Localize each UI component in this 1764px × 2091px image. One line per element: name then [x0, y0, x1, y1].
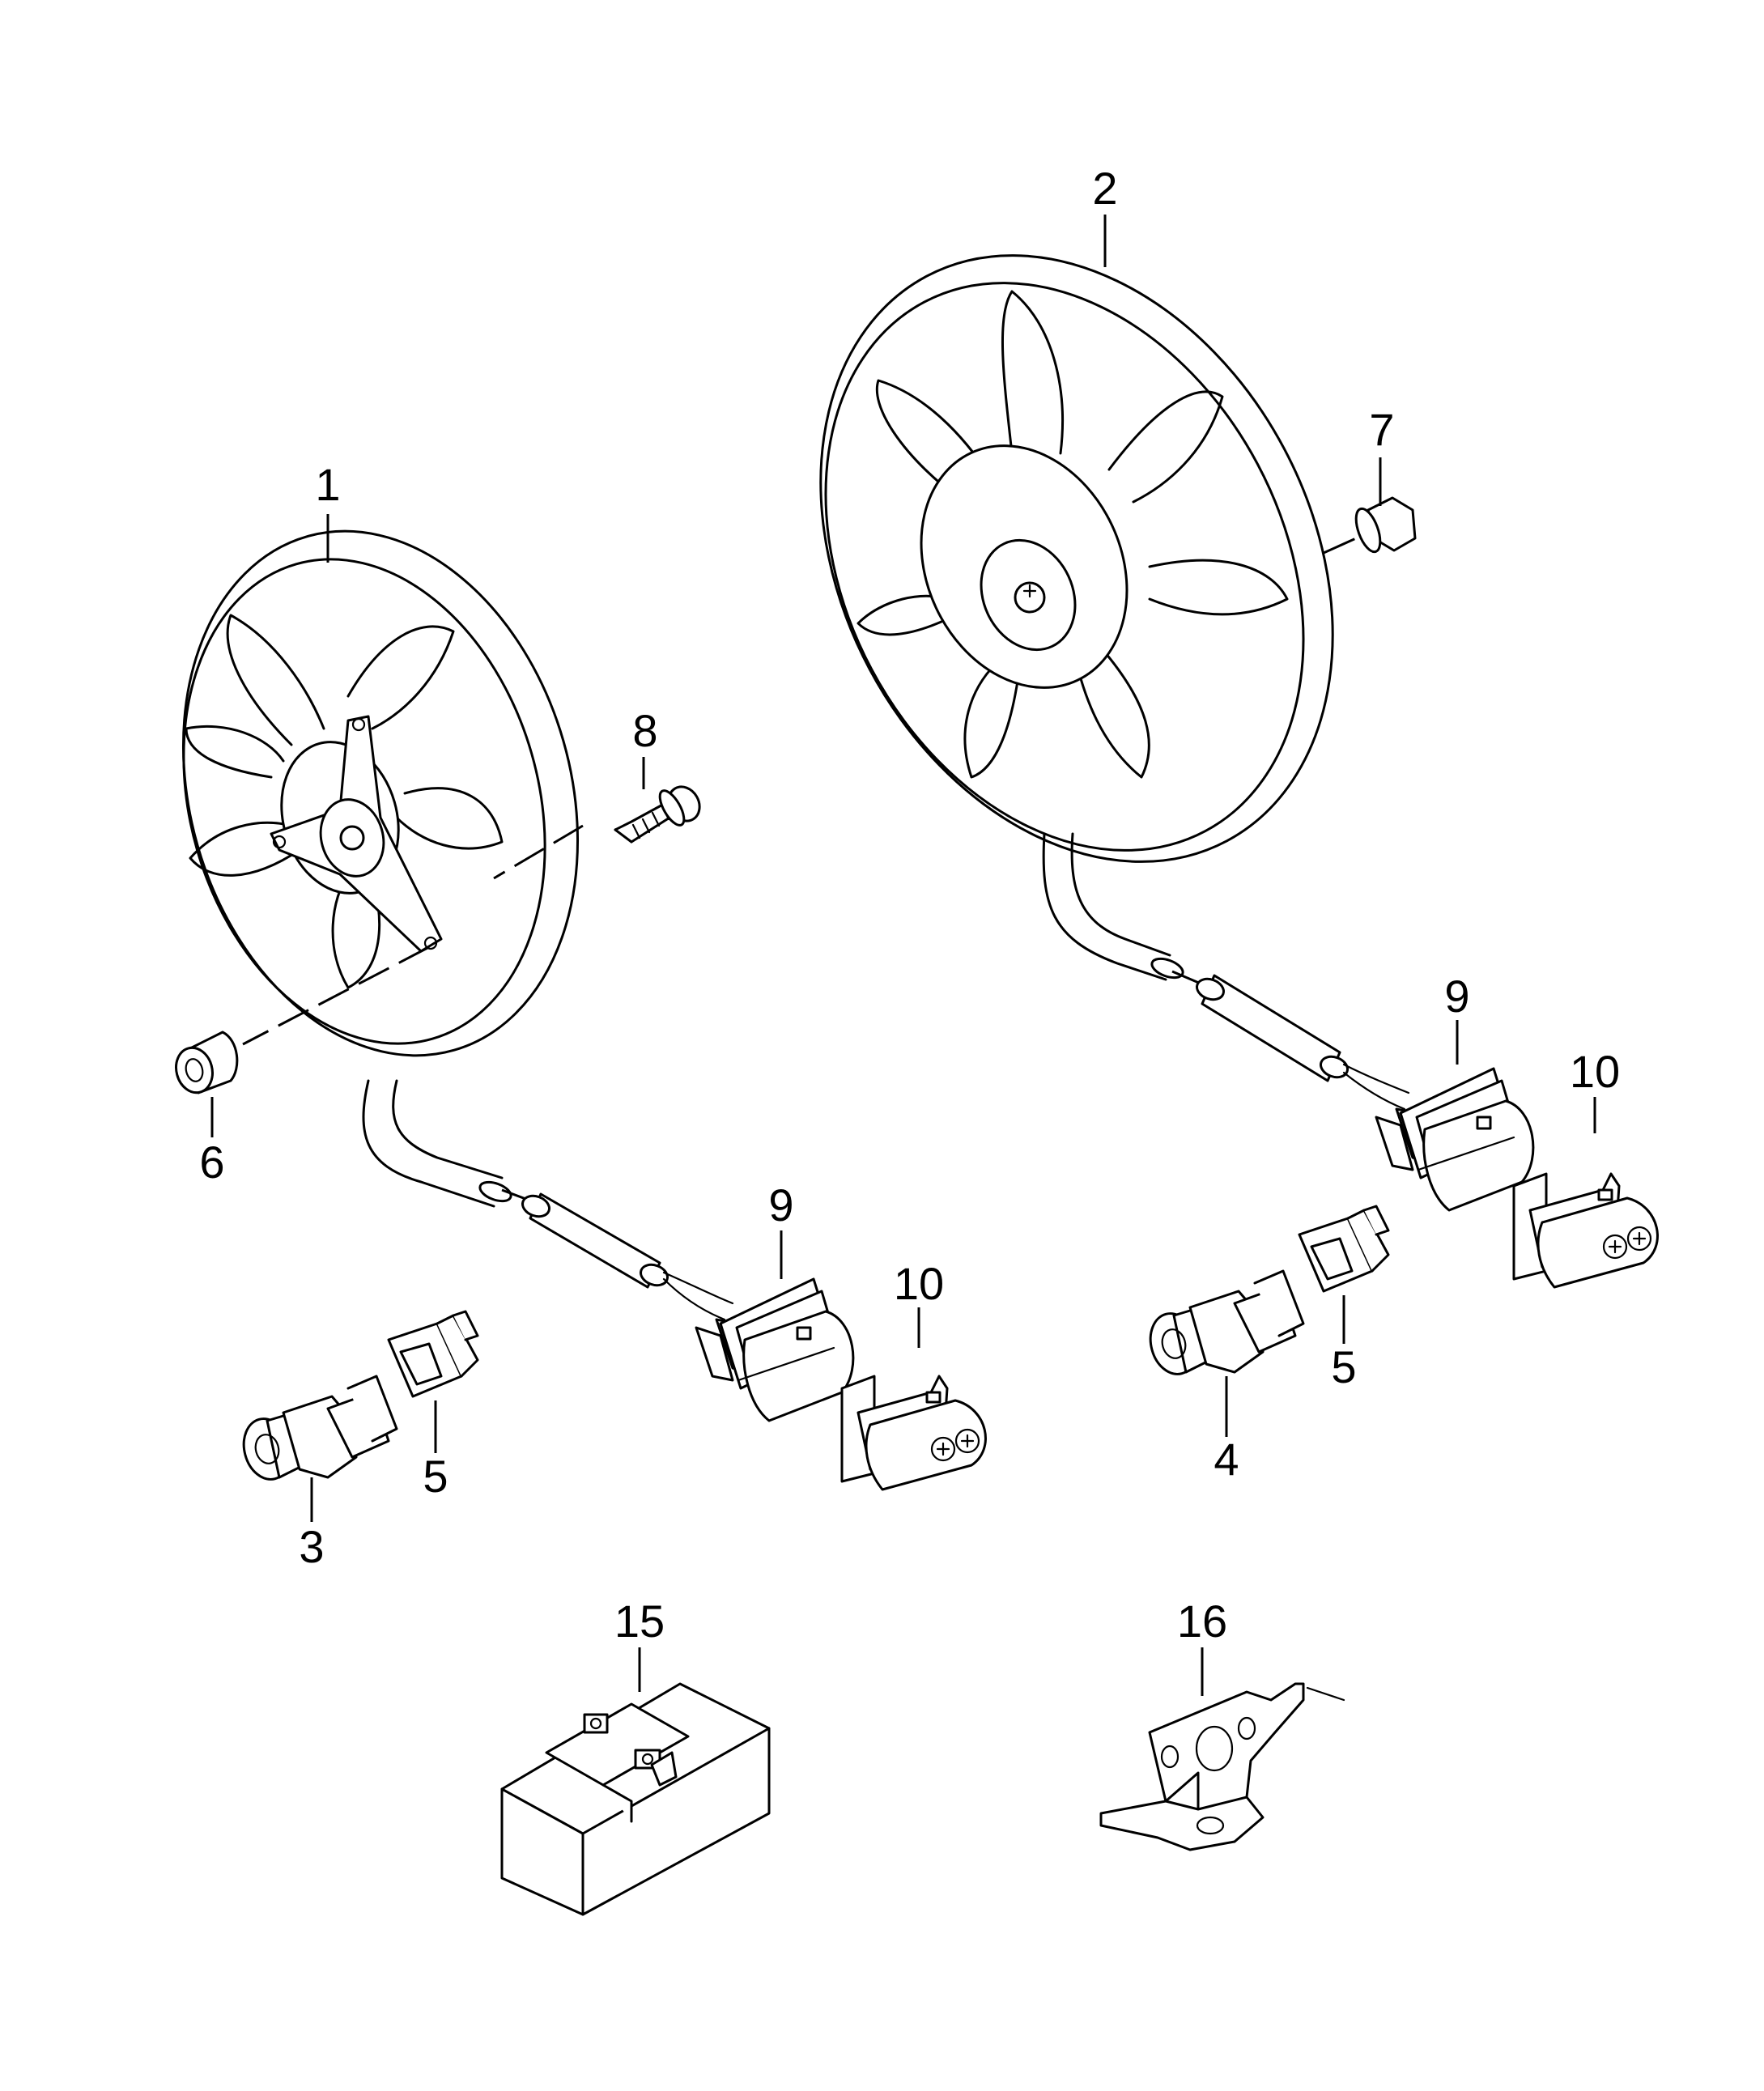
callout-5-left: 5 [423, 1451, 448, 1502]
callout-9-left: 9 [768, 1179, 793, 1230]
callout-10-right: 10 [1570, 1046, 1620, 1097]
fan-assembly-1[interactable] [124, 484, 734, 1321]
connector-10-left[interactable] [840, 1375, 987, 1491]
leader-lines [210, 215, 1596, 1696]
callout-5-right: 5 [1331, 1341, 1356, 1392]
callout-6: 6 [199, 1137, 224, 1188]
callout-labels: 1 2 7 8 6 3 5 9 10 4 5 9 10 15 16 [199, 163, 1620, 1647]
connector-housing-9-right[interactable] [1375, 1067, 1535, 1212]
callout-10-left: 10 [894, 1258, 944, 1309]
tapping-screw-8[interactable] [614, 781, 706, 844]
callout-4: 4 [1214, 1434, 1239, 1485]
thermo-switch-4[interactable] [1144, 1269, 1305, 1379]
control-unit-15[interactable] [500, 1682, 771, 1916]
callout-16: 16 [1177, 1596, 1227, 1647]
mounting-bracket-16[interactable] [1099, 1682, 1345, 1851]
callout-8: 8 [632, 705, 657, 756]
connector-housing-9-left[interactable] [695, 1277, 855, 1422]
callout-15: 15 [614, 1596, 665, 1647]
rubber-grommet-6[interactable] [172, 1031, 239, 1097]
callout-7: 7 [1369, 404, 1394, 455]
callout-1: 1 [315, 459, 340, 510]
connector-10-right[interactable] [1512, 1172, 1659, 1289]
thermo-switch-3[interactable] [237, 1375, 398, 1485]
hex-nut-7[interactable] [1351, 496, 1417, 555]
callout-2: 2 [1092, 163, 1117, 214]
callout-3: 3 [299, 1521, 324, 1572]
fan-assembly-2[interactable] [720, 166, 1435, 1111]
callout-9-right: 9 [1444, 971, 1469, 1022]
connector-plug-5-left[interactable] [387, 1310, 479, 1398]
connector-plug-5-right[interactable] [1298, 1205, 1390, 1293]
